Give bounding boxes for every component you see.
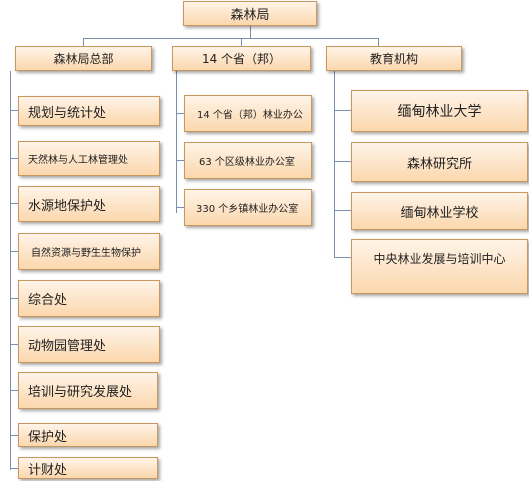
node-education-item-label: 缅甸林业大学 — [397, 104, 482, 120]
node-hq-item-label: 自然资源与野生生物保护 — [31, 248, 141, 259]
node-education-item: 森林研究所 — [351, 142, 528, 182]
node-headquarters: 森林局总部 — [15, 46, 152, 71]
node-hq-item: 规划与统计处 — [18, 96, 160, 126]
node-hq-item: 培训与研究发展处 — [18, 372, 158, 409]
node-states-item: 14 个省（邦）林业办公 — [184, 95, 312, 132]
node-hq-item: 保护处 — [18, 423, 158, 447]
node-hq-item: 综合处 — [18, 280, 160, 317]
node-states-item-label: 63 个区级林业办公室 — [199, 157, 295, 168]
node-hq-item-label: 计财处 — [28, 462, 68, 478]
node-education-item-label: 森林研究所 — [406, 156, 472, 172]
node-root-label: 森林局 — [230, 8, 270, 23]
node-hq-item: 计财处 — [18, 457, 158, 479]
node-states-item: 330 个乡镇林业办公室 — [184, 189, 312, 226]
node-hq-item: 天然林与人工林管理处 — [18, 141, 160, 176]
node-states: 14 个省（邦） — [172, 46, 311, 71]
node-states-item: 63 个区级林业办公室 — [184, 142, 312, 179]
node-hq-item: 自然资源与野生生物保护 — [18, 233, 160, 270]
node-root: 森林局 — [183, 1, 317, 26]
node-hq-item-label: 培训与研究发展处 — [28, 385, 133, 400]
node-hq-item-label: 动物园管理处 — [28, 339, 107, 354]
node-states-label: 14 个省（邦） — [201, 52, 282, 66]
node-states-item-label: 330 个乡镇林业办公室 — [196, 204, 299, 215]
node-hq-item-label: 规划与统计处 — [28, 105, 107, 121]
node-education-item: 缅甸林业大学 — [351, 90, 528, 132]
node-hq-item: 动物园管理处 — [18, 326, 160, 363]
node-headquarters-label: 森林局总部 — [53, 52, 114, 66]
node-states-item-label: 14 个省（邦）林业办公 — [197, 110, 303, 121]
node-education: 教育机构 — [326, 46, 462, 71]
node-hq-item-label: 综合处 — [28, 293, 68, 308]
node-hq-item-label: 天然林与人工林管理处 — [28, 155, 128, 166]
node-hq-item-label: 水源地保护处 — [28, 198, 107, 214]
node-education-item: 中央林业发展与培训中心 — [351, 239, 528, 294]
node-education-label: 教育机构 — [369, 52, 418, 66]
node-education-item-label: 缅甸林业学校 — [400, 205, 479, 221]
node-hq-item-label: 保护处 — [28, 429, 68, 445]
node-hq-item: 水源地保护处 — [18, 186, 160, 222]
node-education-item-label: 中央林业发展与培训中心 — [373, 252, 506, 266]
node-education-item: 缅甸林业学校 — [351, 192, 528, 230]
